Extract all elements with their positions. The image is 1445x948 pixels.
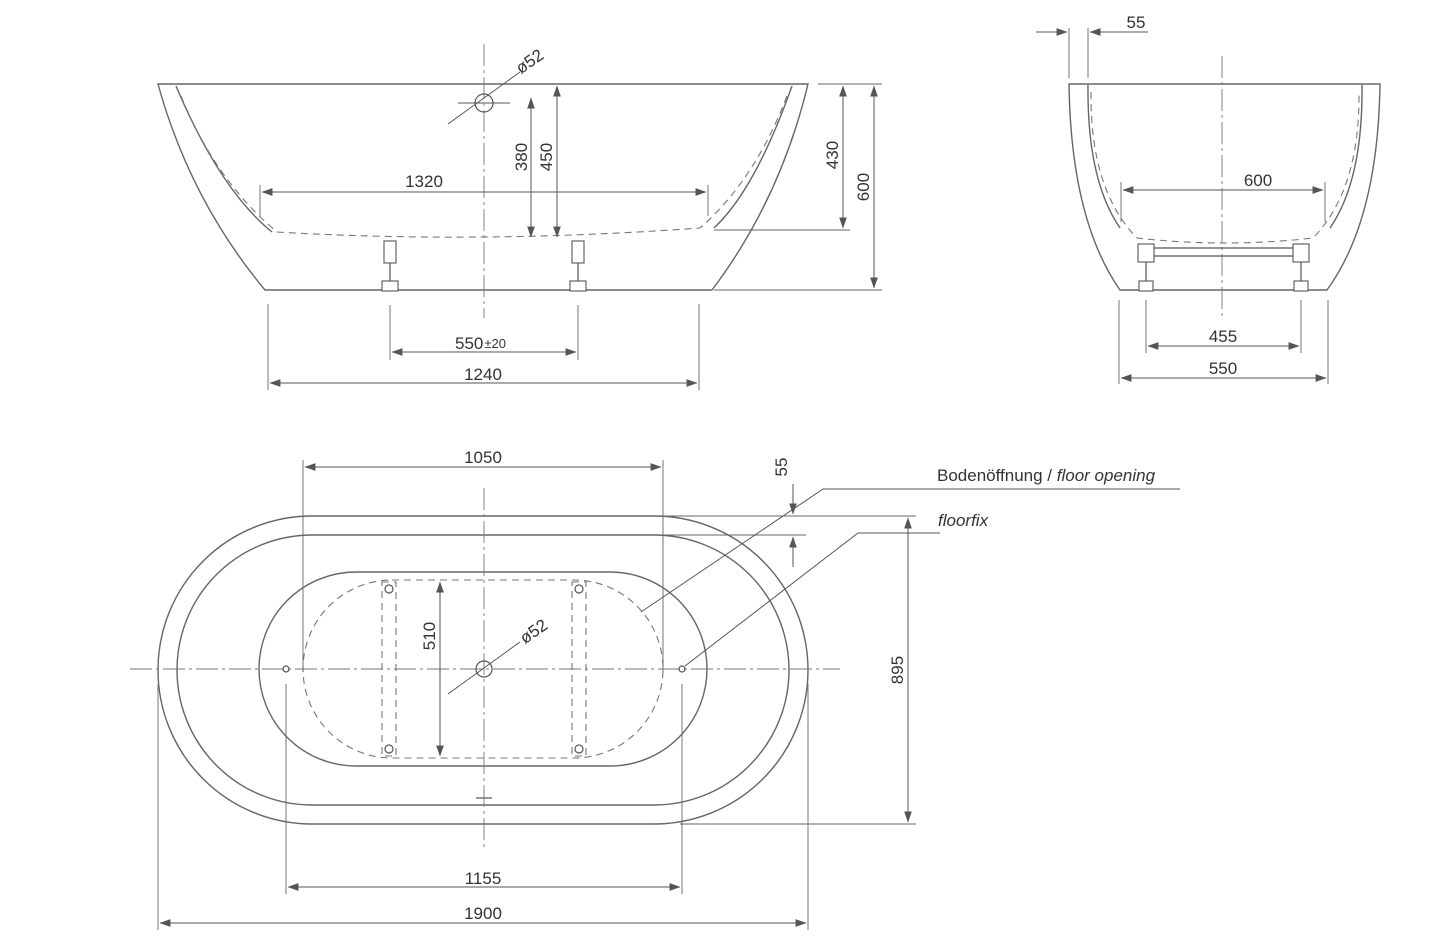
end-view-rim-width: 55: [1127, 13, 1146, 32]
plan-view-floorfix-right: [678, 665, 686, 673]
plan-view-floor-opening-length: 1050: [464, 448, 502, 467]
end-view-inner-basin: [1090, 91, 1360, 244]
end-view-outer-shell: [1068, 83, 1381, 291]
plan-view-floor-opening-width: 510: [420, 622, 439, 650]
end-view-foot-spacing: 455: [1209, 327, 1237, 346]
plan-view-total-length: 1900: [464, 904, 502, 923]
end-view-inner-width: 600: [1244, 171, 1272, 190]
side-view-drain-leader: [447, 71, 521, 125]
plan-view-floor-opening-label: Bodenöffnung / floor opening: [937, 466, 1156, 485]
side-view-drain-height-2: 450: [537, 143, 556, 171]
plan-view-outer-rim: [157, 515, 809, 825]
plan-view-floorfix-spacing: 1155: [465, 869, 502, 888]
plan-view-floorfix-leader: [684, 532, 940, 667]
plan-view-floorfix-left: [282, 665, 290, 673]
side-view-total-height: 600: [854, 173, 873, 201]
end-view-inner-rim: [1087, 84, 1363, 229]
side-view-inner-basin: [180, 95, 788, 238]
end-view: 55 600 455 550: [1036, 13, 1381, 384]
end-view-feet: [1137, 243, 1310, 292]
side-view-inner-length: 1320: [405, 172, 443, 191]
plan-view-floorfix-label: floorfix: [938, 511, 989, 530]
plan-view-drain-diameter: ø52: [516, 615, 551, 647]
plan-view-inner-rim: [176, 534, 790, 806]
side-view: ø52 1320 380 450 430 600: [157, 44, 882, 390]
plan-view-drain: [475, 660, 493, 678]
plan-view: ø52 1050 55 Bodenöffnung / floor opening…: [130, 448, 1180, 930]
plan-view-floor-opening-leader: [640, 488, 1180, 613]
plan-view-total-width: 895: [888, 656, 907, 684]
side-view-outer-shell: [157, 83, 809, 291]
end-view-base-width: 550: [1209, 359, 1237, 378]
plan-view-rim-offset: 55: [772, 458, 791, 477]
side-view-inner-depth: 430: [823, 141, 842, 169]
side-view-base-length: 1240: [464, 365, 502, 384]
side-view-drain-height-1: 380: [512, 143, 531, 171]
side-view-foot-spacing: 550±20: [455, 334, 506, 353]
side-view-foot-right: [569, 240, 587, 292]
side-view-drain-diameter: ø52: [512, 45, 547, 77]
side-view-foot-left: [381, 240, 399, 292]
plan-view-support-rails: [381, 581, 587, 757]
